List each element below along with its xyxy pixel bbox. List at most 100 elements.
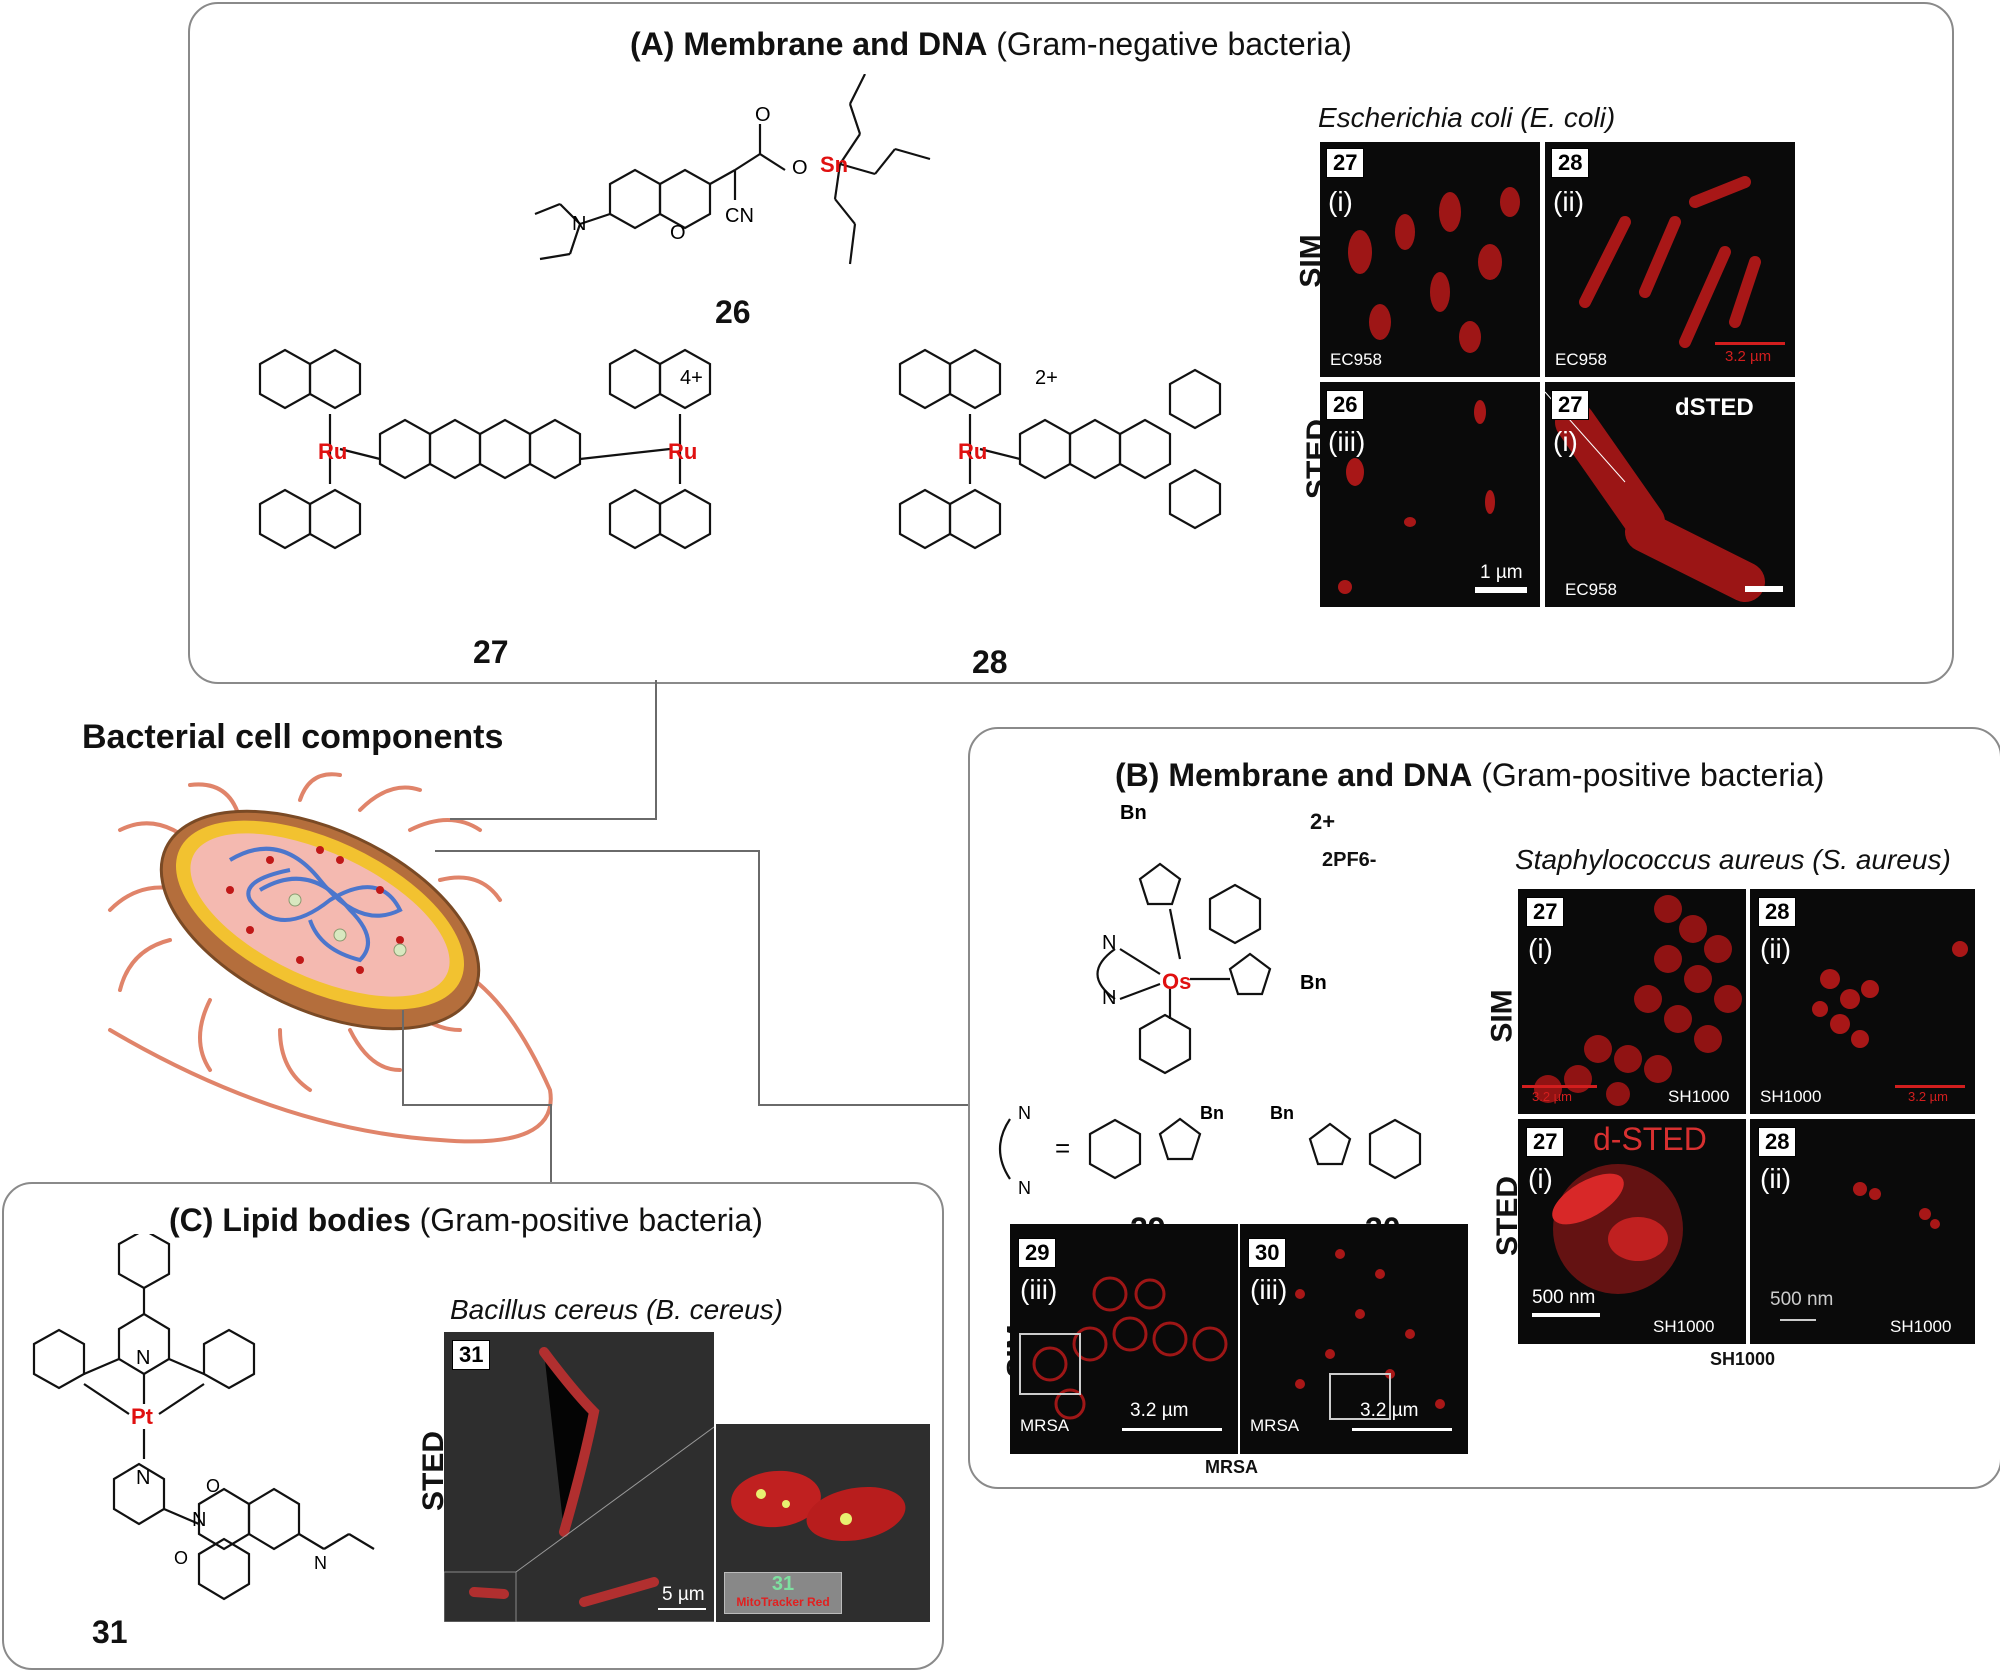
image-strain: SH1000 (1668, 1087, 1730, 1106)
scale-label: 3.2 µm (1130, 1400, 1189, 1421)
atom-bn-right: Bn (1300, 972, 1327, 994)
atom-n: N (136, 1467, 150, 1489)
atom-o-ring: O (670, 222, 686, 244)
mrsa-30: 30 (iii) MRSA 3.2 µm (1240, 1224, 1468, 1454)
connector-a-horizontal (450, 818, 657, 820)
atom-o-ester: O (792, 157, 808, 179)
connector-c-h (402, 1104, 552, 1106)
image-roman: (i) (1553, 426, 1578, 457)
panel-b-title: (B) Membrane and DNA (Gram-positive bact… (1115, 757, 1825, 793)
scale-bar (658, 1608, 706, 1610)
atom-bn-top: Bn (1120, 802, 1147, 824)
connector-b-h1 (435, 850, 760, 852)
connector-b-h2 (758, 1104, 970, 1106)
equals-sign: = (1055, 1133, 1070, 1163)
inset-mitotracker: MitoTracker Red (736, 1595, 830, 1609)
charge-os: 2+ (1310, 809, 1336, 834)
atom-o: O (206, 1476, 220, 1496)
image-strain: SH1000 (1653, 1317, 1715, 1336)
image-roman: (i) (1528, 1163, 1553, 1194)
panel-c-title: (C) Lipid bodies (Gram-positive bacteria… (169, 1202, 763, 1238)
image-roman: (iii) (1250, 1274, 1288, 1305)
atom-bn: Bn (1200, 1103, 1224, 1123)
species-saureus: Staphylococcus aureus (S. aureus) (1515, 844, 1951, 875)
image-tag: 31 (452, 1340, 491, 1370)
image-tag: 27 (1551, 390, 1590, 420)
os-complex-structure: Bn Os Bn N N (1096, 802, 1327, 1075)
row-label-sim-b: SIM (1485, 989, 1519, 1043)
image-tag: 30 (1248, 1238, 1287, 1268)
image-tag: 27 (1526, 897, 1565, 927)
image-strain: EC958 (1555, 350, 1607, 369)
image-tag: 27 (1326, 148, 1365, 178)
atom-cn: CN (725, 205, 754, 227)
image-roman: (i) (1528, 933, 1553, 964)
compound-27-label: 27 (473, 634, 509, 670)
image-strain: MRSA (1020, 1416, 1070, 1435)
counterion-os: 2PF6- (1322, 849, 1377, 871)
atom-ru-left: Ru (318, 439, 347, 464)
image-tag: 28 (1551, 148, 1590, 178)
saureus-sim-27: 27 (i) 3.2 µm SH1000 (1518, 889, 1746, 1114)
panel-b: (B) Membrane and DNA (Gram-positive bact… (968, 727, 2000, 1489)
atom-sn: Sn (820, 152, 848, 177)
atom-n: N (1018, 1178, 1031, 1198)
ecoli-sim-28: 28 (ii) EC958 3.2 µm (1545, 142, 1795, 377)
panel-c: (C) Lipid bodies (Gram-positive bacteria… (2, 1182, 944, 1670)
atom-n: N (1102, 987, 1116, 1009)
scale-label: 1 µm (1480, 562, 1523, 583)
image-tag: 26 (1326, 390, 1365, 420)
ligand-definitions: N N = Bn Bn (999, 1103, 1422, 1198)
saureus-sim-28: 28 (ii) SH1000 3.2 µm (1750, 889, 1975, 1114)
bcereus-inset: 31 MitoTracker Red (716, 1424, 930, 1622)
compound-31-label: 31 (92, 1614, 128, 1650)
scale-label: 500 nm (1532, 1287, 1596, 1308)
connector-c-v2 (550, 1104, 552, 1184)
compound-27-structure: Ru Ru 4+ (258, 348, 712, 550)
atom-ru: Ru (958, 439, 987, 464)
image-roman: (iii) (1020, 1274, 1058, 1305)
inset-legend: 31 MitoTracker Red (724, 1572, 842, 1614)
ecoli-sted-27: 27 (i) dSTED EC958 (1545, 382, 1795, 607)
compound-26-label: 26 (715, 294, 751, 330)
saureus-caption: SH1000 (1710, 1349, 1776, 1369)
atom-ru-right: Ru (668, 439, 697, 464)
image-roman: (iii) (1328, 426, 1366, 457)
scale-label: 500 nm (1770, 1289, 1834, 1310)
atom-n: N (1102, 932, 1116, 954)
atom-os: Os (1162, 969, 1191, 994)
scale-bar (1715, 342, 1785, 345)
scale-label: 3.2 µm (1725, 348, 1772, 365)
mrsa-29: 29 (iii) MRSA 3.2 µm (1010, 1224, 1238, 1454)
species-bcereus: Bacillus cereus (B. cereus) (450, 1294, 784, 1325)
atom-n: N (314, 1553, 327, 1573)
atom-n: N (1018, 1103, 1031, 1123)
image-roman: (ii) (1760, 1163, 1792, 1194)
image-strain: MRSA (1250, 1416, 1300, 1435)
panel-a-title: (A) Membrane and DNA (Gram-negative bact… (630, 26, 1352, 62)
bacterial-components-title: Bacterial cell components (82, 718, 504, 756)
bacterium-illustration (108, 772, 553, 1144)
bcereus-sted-31: 31 5 µm (444, 1332, 714, 1622)
saureus-sted-27: 27 (i) d-STED 500 nm SH1000 (1518, 1119, 1746, 1344)
atom-o-carbonyl: O (755, 104, 771, 126)
compound-31-structure: N Pt N N O O N (32, 1234, 375, 1601)
atom-bn: Bn (1270, 1103, 1294, 1123)
panel-a: (A) Membrane and DNA (Gram-negative bact… (188, 2, 1954, 684)
image-strain: SH1000 (1760, 1087, 1822, 1106)
image-roman: (ii) (1553, 186, 1585, 217)
dsted-label: dSTED (1675, 394, 1754, 421)
image-strain: EC958 (1330, 350, 1382, 369)
atom-n: N (136, 1347, 150, 1369)
atom-n: N (572, 213, 586, 235)
image-roman: (ii) (1760, 933, 1792, 964)
scale-bar (1895, 1085, 1965, 1088)
compound-28-structure: Ru 2+ (898, 348, 1222, 550)
image-tag: 27 (1526, 1127, 1565, 1157)
compound-28-label: 28 (972, 644, 1008, 680)
scale-bar (1475, 587, 1527, 593)
compound-26-structure: O O Sn CN N O (534, 74, 931, 265)
connector-c-v (402, 1010, 404, 1105)
ecoli-sted-26: 26 (iii) 1 µm (1320, 382, 1540, 607)
mrsa-caption: MRSA (1205, 1457, 1258, 1477)
